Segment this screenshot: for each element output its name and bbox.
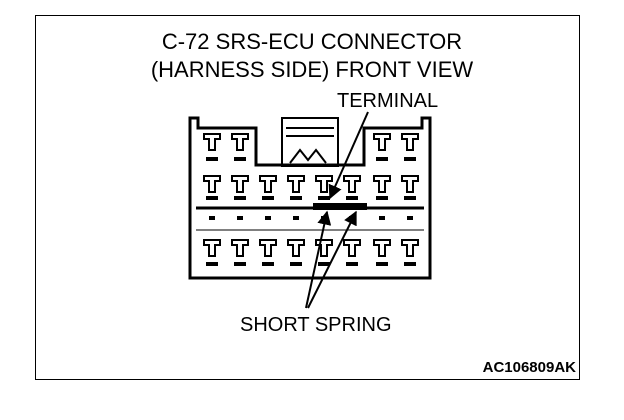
terminal-middle-6: [343, 175, 361, 193]
terminal-slot-bottom-2: [234, 262, 246, 266]
terminal-bottom-2: [231, 239, 249, 257]
terminal-slot-middle-8: [404, 196, 416, 200]
terminal-slot-top-8: [404, 157, 416, 161]
terminal-bottom-3: [259, 239, 277, 257]
contact-4: [293, 216, 299, 220]
short-spring-callout-label: SHORT SPRING: [240, 314, 392, 336]
diagram-title-line2: (HARNESS SIDE) FRONT VIEW: [150, 57, 474, 82]
terminal-slot-top-1: [206, 157, 218, 161]
terminal-bottom-6: [343, 239, 361, 257]
terminal-top-1: [203, 133, 221, 151]
terminal-middle-8: [401, 175, 419, 193]
terminal-slot-middle-6: [346, 196, 358, 200]
center-latch: [281, 117, 339, 167]
contact-1: [209, 216, 215, 220]
terminal-middle-1: [203, 175, 221, 193]
terminal-bottom-4: [287, 239, 305, 257]
connector-housing-outline: [188, 116, 432, 280]
terminal-middle-3: [259, 175, 277, 193]
terminal-slot-middle-1: [206, 196, 218, 200]
short-spring: [313, 203, 367, 210]
terminal-middle-4: [287, 175, 305, 193]
terminal-slot-middle-2: [234, 196, 246, 200]
row-separators: [196, 206, 424, 231]
contact-8: [407, 216, 413, 220]
figure-code: AC106809AK: [482, 359, 576, 376]
terminal-slot-bottom-8: [404, 262, 416, 266]
terminal-slot-bottom-1: [206, 262, 218, 266]
terminal-middle-2: [231, 175, 249, 193]
terminal-callout-label: TERMINAL: [337, 90, 439, 112]
terminal-slot-top-7: [376, 157, 388, 161]
terminal-middle-7: [373, 175, 391, 193]
contact-3: [265, 216, 271, 220]
terminal-slot-middle-7: [376, 196, 388, 200]
contact-2: [237, 216, 243, 220]
terminal-slot-bottom-7: [376, 262, 388, 266]
terminal-slot-middle-3: [262, 196, 274, 200]
terminal-bottom-1: [203, 239, 221, 257]
terminal-slot-bottom-6: [346, 262, 358, 266]
terminal-bottom-7: [373, 239, 391, 257]
terminal-slot-top-2: [234, 157, 246, 161]
terminal-bottom-8: [401, 239, 419, 257]
diagram-title-line1: C-72 SRS-ECU CONNECTOR: [161, 29, 463, 54]
terminal-slot-bottom-5: [318, 262, 330, 266]
figure-frame: [35, 15, 580, 380]
terminal-arrow: [328, 111, 369, 200]
short-spring-arrow-left: [305, 210, 332, 309]
terminal-top-7: [373, 133, 391, 151]
terminal-slot-middle-5: [318, 196, 330, 200]
callout-arrows: [305, 111, 369, 309]
terminal-top-8: [401, 133, 419, 151]
terminal-middle-5: [315, 175, 333, 193]
short-spring-arrow-right: [307, 210, 357, 309]
contact-7: [379, 216, 385, 220]
terminal-slot-bottom-3: [262, 262, 274, 266]
terminal-slot-bottom-4: [290, 262, 302, 266]
terminal-slot-middle-4: [290, 196, 302, 200]
terminal-array: [203, 133, 419, 266]
terminal-top-2: [231, 133, 249, 151]
